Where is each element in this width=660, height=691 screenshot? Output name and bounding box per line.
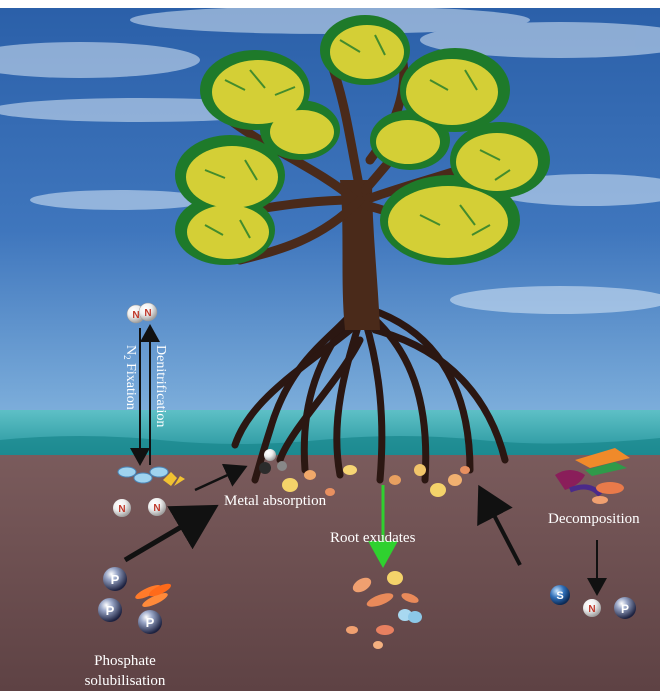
decomposition-organic-matter	[555, 448, 630, 504]
tree-canopy	[175, 15, 550, 265]
metal-particles	[259, 449, 287, 474]
root-exudates-label: Root exudates	[330, 530, 416, 546]
nitrogen-bacteria	[117, 466, 185, 486]
svg-text:N: N	[153, 503, 160, 514]
svg-text:S: S	[556, 590, 563, 602]
svg-text:P: P	[621, 602, 629, 616]
nitrogen-atoms: N N	[113, 498, 166, 517]
n2-fixation-label: N2 Fixation	[122, 345, 138, 410]
phosphate-atoms: P P P	[98, 567, 162, 634]
metal-absorption-arrow-small	[194, 463, 248, 492]
denitrification-label: Denitrification	[153, 345, 168, 427]
exudate-microbes	[346, 571, 422, 649]
metal-absorption-label: Metal absorption	[224, 493, 327, 509]
phosphate-arrow	[123, 504, 219, 563]
root-microbes	[282, 464, 470, 497]
svg-text:N: N	[132, 310, 139, 321]
tree-trunk	[340, 180, 380, 330]
nutrient-atoms: S N P	[550, 585, 636, 619]
mangrove-roots	[231, 306, 509, 484]
decomposition-to-roots-arrow	[477, 484, 522, 566]
phosphate-bacteria	[135, 583, 172, 607]
svg-text:N: N	[588, 604, 595, 615]
decomposition-label: Decomposition	[548, 511, 640, 527]
phosphate-label-line1: Phosphate	[94, 653, 156, 669]
n2-molecule-top: N N	[126, 302, 158, 324]
svg-text:P: P	[146, 615, 155, 630]
svg-text:P: P	[111, 572, 120, 587]
phosphate-label-line2: solubilisation	[85, 673, 166, 689]
svg-text:N: N	[144, 308, 151, 319]
svg-text:P: P	[106, 603, 115, 618]
svg-text:N: N	[118, 504, 125, 515]
